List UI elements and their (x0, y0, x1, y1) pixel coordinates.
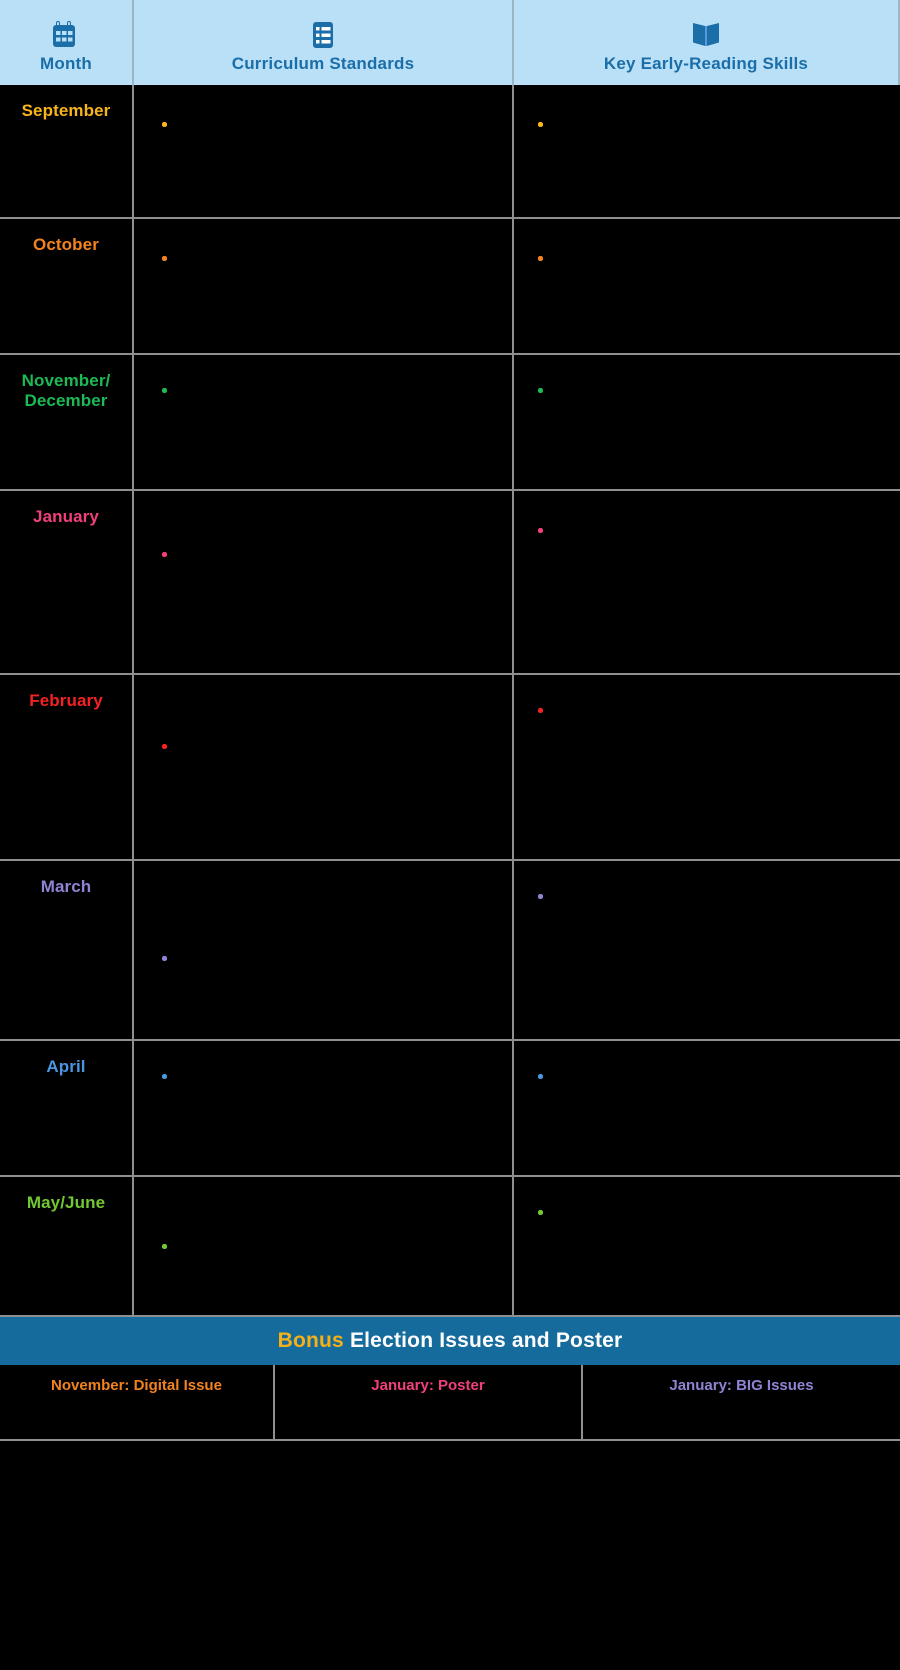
table-row: March (0, 861, 900, 1041)
table-row: September (0, 85, 900, 219)
month-label: April (46, 1057, 86, 1076)
curriculum-standards-cell (134, 675, 514, 859)
month-cell: October (0, 219, 134, 353)
curriculum-standards-cell (134, 1177, 514, 1315)
month-label: February (29, 691, 103, 710)
curriculum-standards-cell (134, 861, 514, 1039)
header-cell-key-early-reading-skills: Key Early-Reading Skills (514, 0, 900, 85)
bonus-items-row: November: Digital Issue January: Poster … (0, 1365, 900, 1441)
curriculum-standards-cell (134, 491, 514, 673)
month-label: January (33, 507, 99, 526)
table-row: February (0, 675, 900, 861)
curriculum-standards-cell (134, 1041, 514, 1175)
key-early-reading-skills-cell (514, 675, 900, 859)
month-cell: November/ December (0, 355, 134, 489)
table-row: May/June (0, 1177, 900, 1317)
bonus-banner: Bonus Election Issues and Poster (0, 1317, 900, 1365)
curriculum-standards-cell (134, 85, 514, 217)
bonus-item-november-digital-issue[interactable]: November: Digital Issue (0, 1365, 275, 1439)
month-label: March (40, 877, 92, 896)
curriculum-standards-cell (134, 219, 514, 353)
bonus-item-january-poster[interactable]: January: Poster (275, 1365, 583, 1439)
list-icon (309, 18, 337, 52)
table-row: January (0, 491, 900, 675)
month-cell: March (0, 861, 134, 1039)
calendar-icon (51, 18, 81, 52)
open-book-icon (689, 18, 723, 52)
key-early-reading-skills-cell (514, 491, 900, 673)
month-label: September (21, 101, 111, 120)
bonus-item-label: January: BIG Issues (669, 1377, 814, 1394)
key-early-reading-skills-cell (514, 1177, 900, 1315)
header-label-month: Month (40, 53, 92, 73)
month-cell: February (0, 675, 134, 859)
bonus-keyword: Bonus (277, 1329, 344, 1352)
header-label-key-early-reading-skills: Key Early-Reading Skills (603, 53, 809, 73)
table-row: November/ December (0, 355, 900, 491)
month-cell: April (0, 1041, 134, 1175)
key-early-reading-skills-cell (514, 219, 900, 353)
key-early-reading-skills-cell (514, 355, 900, 489)
page-footer-spacer (0, 1441, 900, 1670)
key-early-reading-skills-cell (514, 1041, 900, 1175)
header-cell-month: Month (0, 0, 134, 85)
month-cell: September (0, 85, 134, 217)
header-label-curriculum-standards: Curriculum Standards (231, 53, 415, 73)
curriculum-standards-cell (134, 355, 514, 489)
bonus-item-label: November: Digital Issue (51, 1377, 222, 1394)
month-cell: May/June (0, 1177, 134, 1315)
bonus-title: Election Issues and Poster (343, 1329, 623, 1352)
bonus-item-january-big-issues[interactable]: January: BIG Issues (583, 1365, 900, 1439)
header-cell-curriculum-standards: Curriculum Standards (134, 0, 514, 85)
table-row: October (0, 219, 900, 355)
bonus-banner-text: Bonus Election Issues and Poster (278, 1329, 623, 1353)
table-header-row: Month Curriculum Standards (0, 0, 900, 85)
month-label: May/June (26, 1193, 106, 1212)
key-early-reading-skills-cell (514, 85, 900, 217)
month-label: November/ December (21, 371, 111, 410)
month-cell: January (0, 491, 134, 673)
bonus-item-label: January: Poster (371, 1377, 485, 1394)
table-row: April (0, 1041, 900, 1177)
key-early-reading-skills-cell (514, 861, 900, 1039)
month-label: October (33, 235, 99, 254)
